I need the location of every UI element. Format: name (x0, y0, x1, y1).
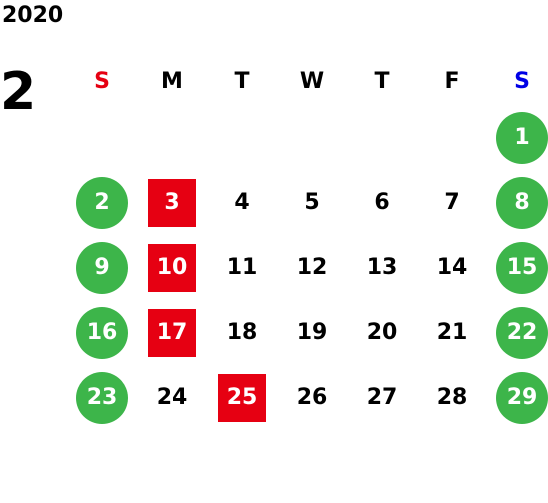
calendar-day[interactable]: 21 (436, 320, 468, 345)
calendar-day[interactable]: 18 (226, 320, 258, 345)
weekday-header-wednesday: W (299, 68, 325, 94)
calendar-day[interactable]: 4 (234, 190, 250, 215)
calendar-day[interactable]: 7 (444, 190, 460, 215)
weekday-header-thursday: T (374, 68, 390, 94)
calendar-day-weekend[interactable]: 16 (76, 306, 128, 359)
calendar-cell: 24 (137, 365, 207, 430)
calendar-day-holiday[interactable]: 10 (148, 243, 196, 292)
weekday-header-sunday: S (94, 68, 110, 94)
calendar-day[interactable]: 13 (366, 255, 398, 280)
weekday-header-friday: F (444, 68, 460, 94)
calendar-day[interactable]: 27 (366, 385, 398, 410)
calendar-cell: 20 (347, 300, 417, 365)
calendar-day-weekend[interactable]: 1 (496, 111, 548, 164)
calendar-day-holiday[interactable]: 17 (148, 308, 196, 357)
calendar-cell: 25 (207, 365, 277, 430)
calendar-cell: 4 (207, 170, 277, 235)
calendar-cell (347, 105, 417, 170)
calendar-day-weekend[interactable]: 8 (496, 176, 548, 229)
calendar-cell: 18 (207, 300, 277, 365)
calendar-day-weekend[interactable]: 22 (496, 306, 548, 359)
calendar-cell: 10 (137, 235, 207, 300)
calendar-cell: 19 (277, 300, 347, 365)
calendar-day-holiday[interactable]: 3 (148, 178, 196, 227)
weekday-header-monday: M (161, 68, 183, 94)
calendar-day-weekend[interactable]: 15 (496, 241, 548, 294)
calendar-cell: 23 (67, 365, 137, 430)
calendar-cell: 1 (487, 105, 548, 170)
calendar-cell: 27 (347, 365, 417, 430)
calendar-cell: 21 (417, 300, 487, 365)
calendar-day[interactable]: 19 (296, 320, 328, 345)
calendar-day-weekend[interactable]: 2 (76, 176, 128, 229)
calendar-day[interactable]: 24 (156, 385, 188, 410)
calendar-cell: 14 (417, 235, 487, 300)
calendar-cell: 6 (347, 170, 417, 235)
weekday-header-tuesday: T (234, 68, 250, 94)
calendar-cell (67, 105, 137, 170)
calendar-cell: 15 (487, 235, 548, 300)
calendar-cell: 9 (67, 235, 137, 300)
calendar-cell: 17 (137, 300, 207, 365)
calendar-cell: 8 (487, 170, 548, 235)
calendar-day-weekend[interactable]: 23 (76, 371, 128, 424)
year-label: 2020 (2, 3, 64, 28)
calendar-cell (277, 105, 347, 170)
calendar-cell: 7 (417, 170, 487, 235)
calendar-day[interactable]: 14 (436, 255, 468, 280)
calendar-cell: 28 (417, 365, 487, 430)
calendar-day[interactable]: 12 (296, 255, 328, 280)
calendar-cell: 2 (67, 170, 137, 235)
calendar-cell (207, 105, 277, 170)
calendar-day-weekend[interactable]: 29 (496, 371, 548, 424)
calendar-day[interactable]: 28 (436, 385, 468, 410)
calendar-cell: 16 (67, 300, 137, 365)
calendar-cell: 26 (277, 365, 347, 430)
calendar-cell: 11 (207, 235, 277, 300)
calendar-cell: 12 (277, 235, 347, 300)
calendar-cell: 3 (137, 170, 207, 235)
calendar-day[interactable]: 20 (366, 320, 398, 345)
calendar-cell: 5 (277, 170, 347, 235)
calendar-day-holiday[interactable]: 25 (218, 373, 266, 422)
calendar-day[interactable]: 11 (226, 255, 258, 280)
calendar-day[interactable]: 26 (296, 385, 328, 410)
calendar-cell: 13 (347, 235, 417, 300)
weekday-header-saturday: S (514, 68, 530, 94)
calendar-cell: 22 (487, 300, 548, 365)
calendar-day-weekend[interactable]: 9 (76, 241, 128, 294)
calendar-day[interactable]: 6 (374, 190, 390, 215)
calendar-cell: 29 (487, 365, 548, 430)
calendar-day[interactable]: 5 (304, 190, 320, 215)
month-label: 2 (0, 62, 37, 122)
calendar-cell (137, 105, 207, 170)
calendar-cell (417, 105, 487, 170)
